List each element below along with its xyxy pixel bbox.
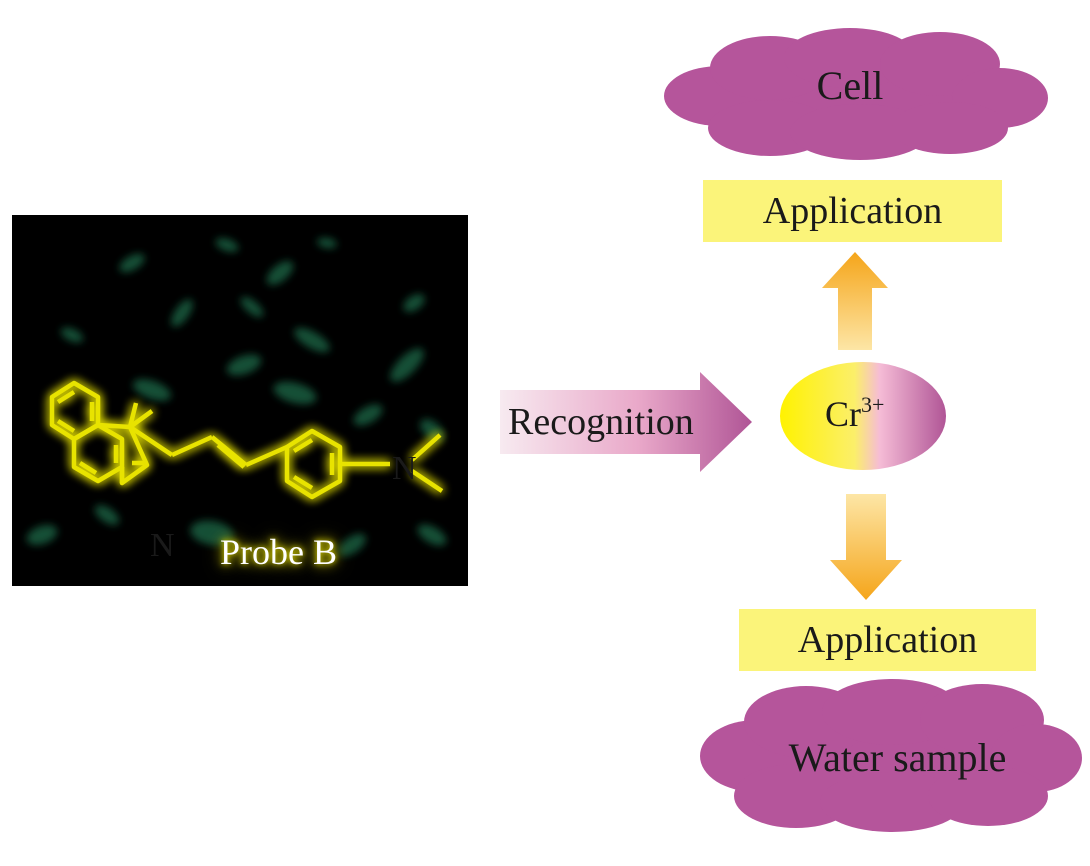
ion-charge: 3+ bbox=[861, 392, 885, 417]
recognition-label: Recognition bbox=[508, 401, 694, 443]
top-application-box: Application bbox=[703, 180, 1002, 242]
bottom-application-box: Application bbox=[739, 609, 1036, 671]
cell-cloud bbox=[664, 28, 1048, 160]
micrograph-svg bbox=[26, 237, 447, 557]
water-sample-cloud bbox=[700, 679, 1082, 832]
chromium-ion-label: Cr3+ bbox=[825, 392, 884, 435]
amine-nitrogen-label: N bbox=[392, 450, 417, 487]
top-application-label: Application bbox=[762, 190, 943, 232]
probe-label: Probe B bbox=[220, 532, 337, 572]
bottom-application-label: Application bbox=[797, 619, 978, 661]
ring-nitrogen-label: N bbox=[150, 527, 175, 564]
down-arrow bbox=[830, 494, 902, 600]
water-sample-label: Water sample bbox=[788, 735, 1007, 780]
cell-blobs bbox=[26, 237, 447, 557]
recognition-arrow bbox=[500, 372, 752, 472]
chromium-ion-ellipse bbox=[780, 362, 946, 470]
cell-label: Cell bbox=[816, 63, 884, 108]
fluorescence-micrograph: N N Probe B bbox=[12, 215, 468, 586]
up-arrow bbox=[822, 252, 888, 350]
ion-symbol: Cr bbox=[825, 394, 861, 434]
probe-structure bbox=[49, 380, 444, 500]
